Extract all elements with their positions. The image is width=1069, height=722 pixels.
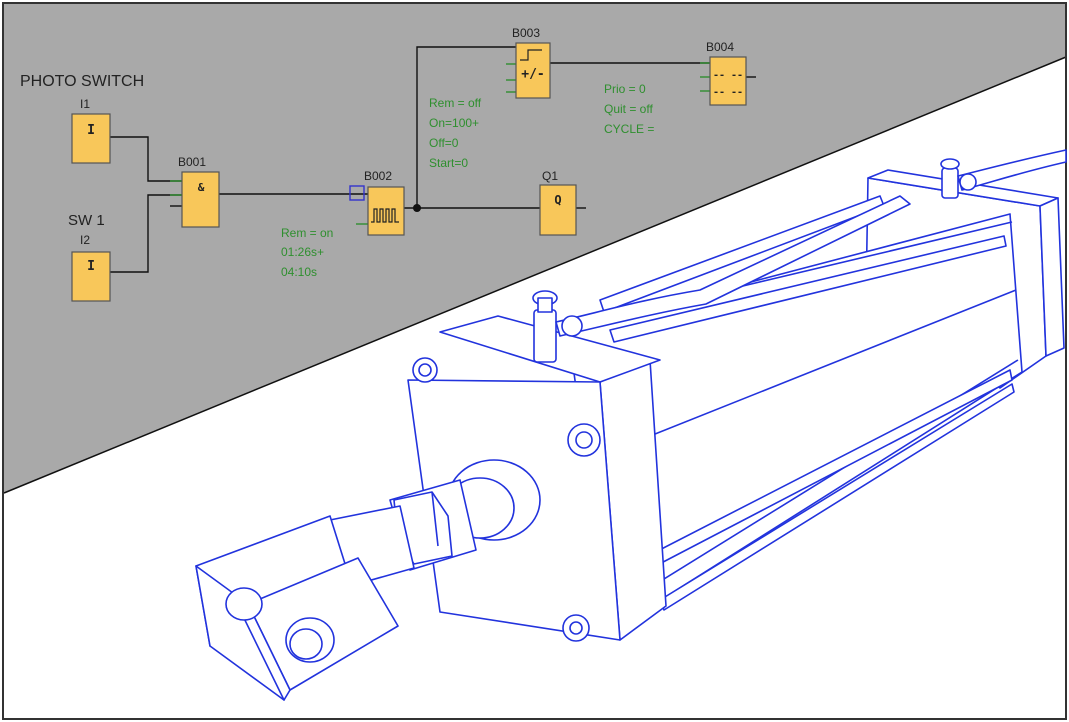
block-b004-symbol-1: -- --: [713, 70, 743, 81]
b004-parameters: Prio = 0 Quit = off CYCLE =: [604, 82, 654, 136]
b003-param-line: Off=0: [429, 136, 459, 150]
connector-stubs: [170, 62, 710, 225]
block-b001-name: B001: [178, 155, 206, 169]
block-i1-name: I1: [80, 97, 90, 111]
block-q1-name: Q1: [542, 169, 558, 183]
up-down-counter-icon: [520, 49, 542, 61]
block-b002-name: B002: [364, 169, 392, 183]
b003-param-line: Start=0: [429, 156, 468, 170]
diagonal-divider: [3, 56, 1067, 494]
wires: [110, 46, 756, 273]
plc-background: [4, 4, 1066, 493]
block-b001-symbol: &: [198, 181, 205, 194]
block-b004-symbol-2: -- --: [713, 87, 743, 98]
block-q1[interactable]: Q1 Q: [539, 169, 577, 236]
b002-param-line: 04:10s: [281, 265, 317, 279]
pneumatic-cylinder-icon: [195, 149, 1067, 701]
b002-param-line: 01:26s+: [281, 245, 324, 259]
block-b004-name: B004: [706, 40, 734, 54]
block-b003-name: B003: [512, 26, 540, 40]
b004-param-line: Prio = 0: [604, 82, 646, 96]
junction-dot: [413, 204, 421, 212]
sw1-caption: SW 1: [68, 212, 105, 229]
block-b001[interactable]: B001 &: [178, 155, 220, 228]
block-b002[interactable]: B002: [349, 169, 405, 236]
b003-parameters: Rem = off On=100+ Off=0 Start=0: [429, 96, 482, 170]
block-i2-symbol: I: [87, 259, 95, 274]
block-i1-symbol: I: [87, 123, 95, 138]
b003-param-line: On=100+: [429, 116, 479, 130]
pulse-waveform-icon: [371, 208, 399, 223]
b002-parameters: Rem = on 01:26s+ 04:10s: [281, 226, 333, 279]
block-q1-symbol: Q: [554, 193, 561, 207]
block-i2-name: I2: [80, 233, 90, 247]
b004-param-line: CYCLE =: [604, 122, 654, 136]
photo-switch-caption: PHOTO SWITCH: [20, 73, 144, 90]
block-b004[interactable]: B004 -- -- -- --: [706, 40, 747, 106]
b004-param-line: Quit = off: [604, 102, 653, 116]
block-i2[interactable]: I2 I: [71, 233, 111, 302]
b003-param-line: Rem = off: [429, 96, 482, 110]
b002-param-line: Rem = on: [281, 226, 333, 240]
block-b003-symbol: +/-: [521, 67, 544, 82]
block-b003[interactable]: B003 +/-: [512, 26, 551, 99]
input-marker-icon: [349, 185, 365, 201]
block-i1[interactable]: I1 I: [71, 97, 111, 164]
